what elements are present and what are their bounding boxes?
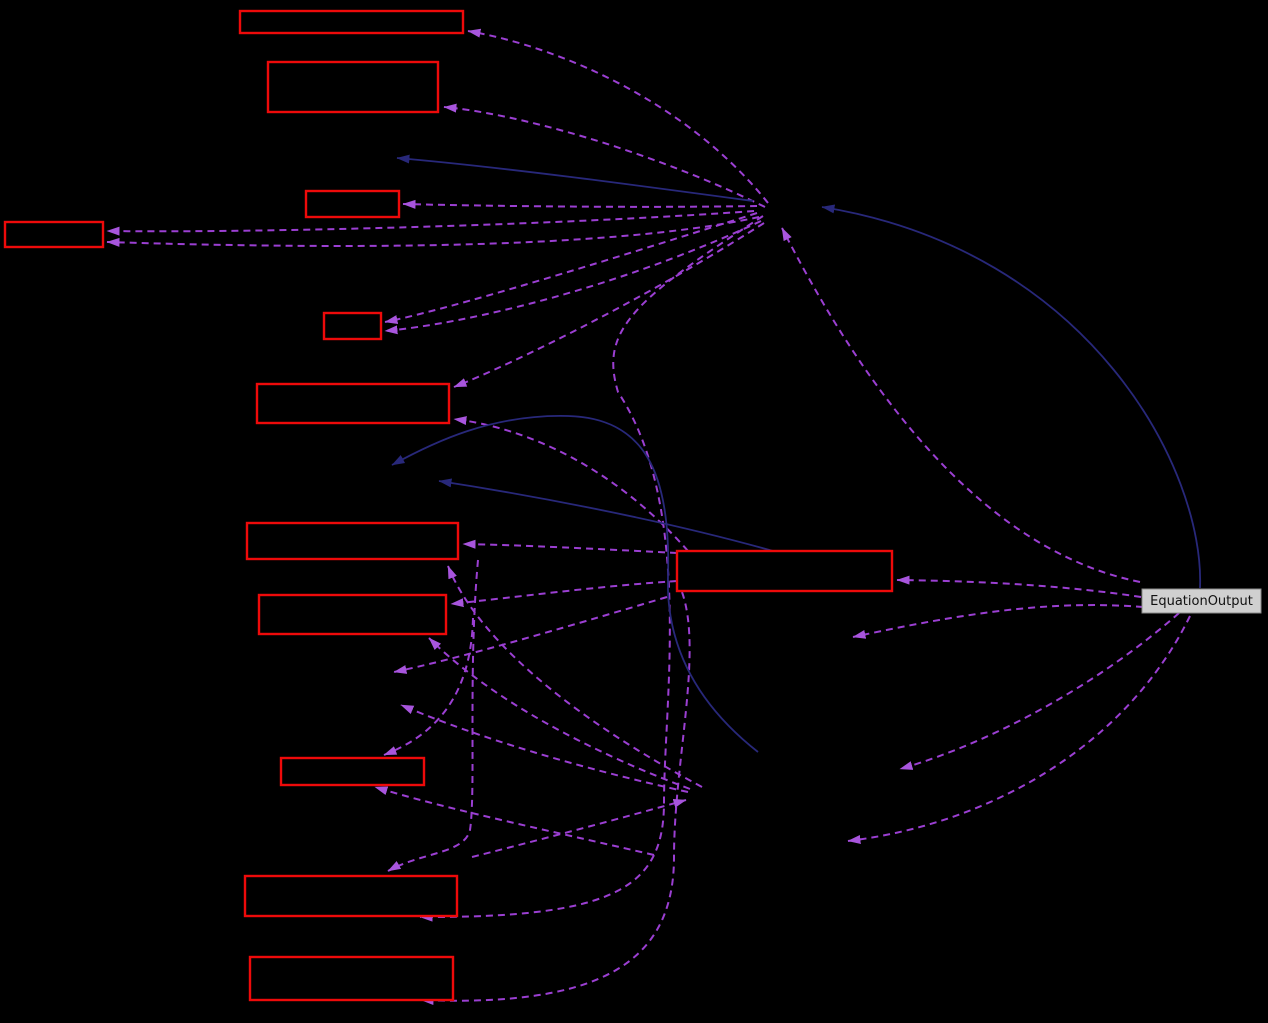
edge-long-to-11-bottom <box>420 591 691 1005</box>
edge-hub-to-small-a <box>384 212 758 324</box>
node-equationoutput-box[interactable] <box>1141 588 1262 614</box>
edge-eq-to-hidden-2 <box>899 612 1180 770</box>
edge-long-to-10-bottom <box>419 215 764 922</box>
class-node-left[interactable] <box>3 220 105 249</box>
class-node-8[interactable] <box>257 593 448 636</box>
edge-hub-to-3 <box>402 199 758 209</box>
class-node-9[interactable] <box>279 756 426 787</box>
edge-hub-to-top <box>467 28 769 204</box>
edge-eq-to-hidden-3 <box>847 615 1191 844</box>
edge-eq-to-hub-dashed <box>781 227 1141 583</box>
edge-hub-to-left-b <box>106 216 760 247</box>
edge-center-to-8-right <box>450 580 678 608</box>
edge-center-to-6-bot <box>453 416 689 552</box>
class-node-top[interactable] <box>238 9 465 35</box>
class-node-3[interactable] <box>304 189 401 219</box>
edge-low-to-7-bottom <box>447 565 703 788</box>
edge-to-9-bottom <box>374 786 655 856</box>
edge-to-hidden-b <box>400 704 689 793</box>
edge-eq-to-hub-solid <box>821 204 1201 589</box>
edge-hub-to-hidden <box>396 154 754 202</box>
edge-eq-to-center <box>896 575 1142 598</box>
edge-hub-to-2 <box>443 103 766 208</box>
edge-low-to-8-bottom <box>428 637 691 790</box>
class-node-center[interactable] <box>675 549 894 593</box>
class-node-6[interactable] <box>255 382 451 425</box>
edge-low-to-hidden <box>391 415 759 753</box>
class-node-11[interactable] <box>248 955 455 1002</box>
class-node-7[interactable] <box>245 521 460 561</box>
node-equationoutput-label[interactable]: EquationOutput <box>1150 593 1253 609</box>
edge-hub-to-small-b <box>384 220 762 335</box>
edge-hub-to-6-top <box>453 222 765 388</box>
edge-hub-to-left-a <box>106 210 755 236</box>
edge-long-to-10-top <box>387 559 479 872</box>
class-node-small[interactable] <box>322 311 383 341</box>
edge-to-hidden-a <box>393 596 668 674</box>
edge-eq-to-hidden-1 <box>852 604 1144 639</box>
class-node-10[interactable] <box>243 874 459 918</box>
edge-center-to-7-right <box>462 539 678 554</box>
edge-to-9-top <box>383 617 474 756</box>
class-node-2[interactable] <box>266 60 440 114</box>
edge-center-to-hidden <box>438 478 774 552</box>
edge-into-low-hub <box>471 799 687 858</box>
